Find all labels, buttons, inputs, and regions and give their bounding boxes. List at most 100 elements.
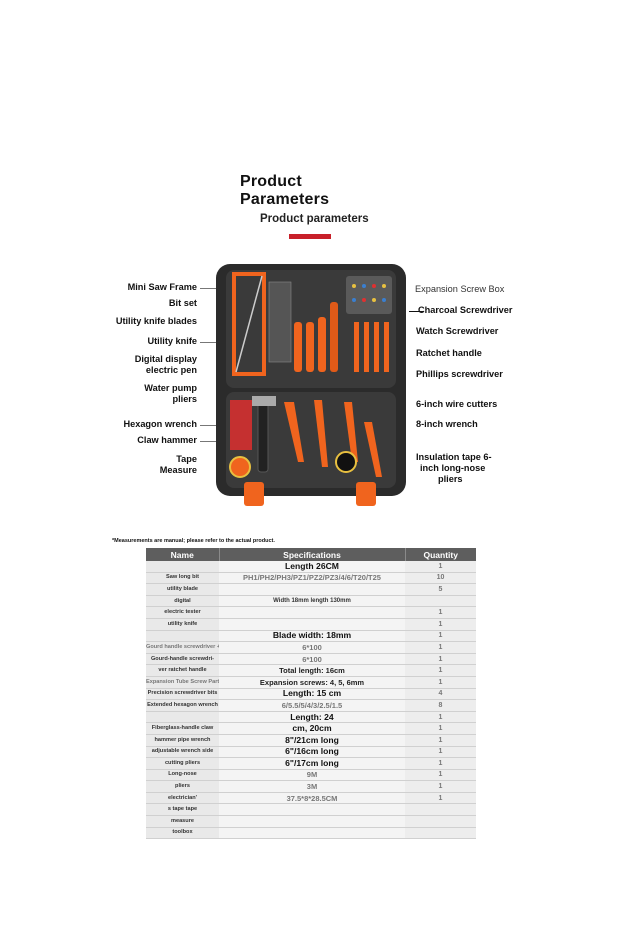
screwdriver-handle xyxy=(294,322,302,372)
cell-name: ver ratchet handle xyxy=(146,664,219,677)
table-row: cutting pliers 6"/17cm long 1 xyxy=(146,757,476,770)
label-phillips-screwdriver: Phillips screwdriver xyxy=(416,369,503,379)
page-title-line-1: Product xyxy=(240,173,302,190)
screw-box xyxy=(346,276,392,314)
column-header-specifications: Specifications xyxy=(219,548,406,561)
table-row: Long-nose 9M 1 xyxy=(146,769,476,782)
cell-name: utility knife xyxy=(146,618,219,631)
table-row: ver ratchet handle Total length: 16cm 1 xyxy=(146,664,476,677)
cell-name xyxy=(146,561,219,573)
screw xyxy=(362,284,366,288)
parameters-table: Name Specifications Quantity Length 26CM… xyxy=(146,548,476,840)
cell-qty: 1 xyxy=(405,722,476,735)
cell-spec: PH1/PH2/PH3/PZ1/PZ2/PZ3/4/6/T20/T25 xyxy=(219,572,405,585)
label-digital-display: Digital display xyxy=(134,354,197,364)
label-measure: Measure xyxy=(159,465,197,475)
cell-name: digital xyxy=(146,595,219,608)
cell-spec xyxy=(219,583,405,596)
label-electric-pen: electric pen xyxy=(145,365,197,375)
screw xyxy=(372,284,376,288)
table-row: digital Width 18mm length 130mm xyxy=(146,595,476,608)
saw-frame xyxy=(232,272,266,376)
case-latch xyxy=(244,482,264,506)
saw-blade xyxy=(235,275,263,373)
hammer-head xyxy=(252,396,276,406)
table-row: measure xyxy=(146,815,476,828)
cell-spec: 6"/17cm long xyxy=(219,757,405,770)
toolbox-image xyxy=(216,264,406,506)
cell-qty: 5 xyxy=(405,583,476,596)
cell-name: cutting pliers xyxy=(146,757,219,770)
cell-spec xyxy=(219,618,405,631)
cell-name: electrician' xyxy=(146,792,219,805)
cell-spec xyxy=(219,827,405,840)
cell-name: pliers xyxy=(146,780,219,793)
label-bit-set: Bit set xyxy=(168,298,197,308)
label-water-pump: Water pump xyxy=(144,383,197,393)
cell-qty xyxy=(405,595,476,608)
cell-qty: 1 xyxy=(405,734,476,747)
cell-name: Saw long bit xyxy=(146,572,219,585)
cell-qty: 1 xyxy=(405,746,476,759)
screw xyxy=(382,298,386,302)
table-row: Fiberglass-handle claw cm, 20cm 1 xyxy=(146,722,476,735)
cell-qty: 1 xyxy=(405,606,476,619)
table-row: toolbox xyxy=(146,827,476,840)
cell-qty: 1 xyxy=(405,630,476,643)
column-header-name: Name xyxy=(146,548,220,561)
cell-qty: 8 xyxy=(405,699,476,712)
precision-screwdriver xyxy=(364,322,369,372)
table-row: electrician' 37.5*8*28.5CM 1 xyxy=(146,792,476,805)
table-row: Gourd handle screwdriver + 6*100 1 xyxy=(146,641,476,654)
table-row: electric tester 1 xyxy=(146,606,476,619)
cell-name: Gourd-handle screwdri- xyxy=(146,653,219,666)
hammer-handle xyxy=(257,401,269,473)
table-row: Expansion Tube Screw Parts Box Expansion… xyxy=(146,676,476,689)
cell-qty: 4 xyxy=(405,688,476,701)
cell-spec xyxy=(219,803,405,817)
column-header-quantity: Quantity xyxy=(405,548,476,561)
label-wire-cutters: 6-inch wire cutters xyxy=(416,399,498,409)
cell-spec: Length: 24 xyxy=(219,711,405,724)
cell-spec: Width 18mm length 130mm xyxy=(219,595,405,608)
screw xyxy=(362,298,366,302)
cell-name xyxy=(146,711,219,724)
accent-divider xyxy=(289,234,331,239)
cell-name: Fiberglass-handle claw xyxy=(146,722,219,735)
precision-screwdriver xyxy=(374,322,379,372)
cell-spec: 6*100 xyxy=(219,653,405,666)
cell-spec: cm, 20cm xyxy=(219,722,405,735)
hex-key-set xyxy=(230,400,252,450)
cell-spec: 3M xyxy=(219,780,405,793)
cell-name: Extended hexagon wrench xyxy=(146,699,219,712)
table-row: s tape tape xyxy=(146,803,476,817)
cell-spec: Expansion screws: 4, 5, 6mm xyxy=(219,676,405,689)
cell-name xyxy=(146,630,219,643)
cell-spec: 8"/21cm long xyxy=(219,734,405,747)
cell-qty: 1 xyxy=(405,769,476,782)
table-row: hammer pipe wrench 8"/21cm long 1 xyxy=(146,734,476,747)
precision-screwdriver xyxy=(384,322,389,372)
table-row: Extended hexagon wrench 6/5.5/5/4/3/2.5/… xyxy=(146,699,476,712)
cell-qty: 1 xyxy=(405,792,476,805)
tape-measure xyxy=(229,456,251,478)
page-title-line-2: Parameters xyxy=(240,191,330,208)
cell-qty: 1 xyxy=(405,711,476,724)
cell-name: s tape tape xyxy=(146,803,219,817)
table-row: adjustable wrench side 6"/16cm long 1 xyxy=(146,746,476,759)
label-mini-saw-frame: Mini Saw Frame xyxy=(127,282,197,292)
table-row: Gourd-handle screwdri- 6*100 1 xyxy=(146,653,476,666)
label-8-inch-wrench: 8-inch wrench xyxy=(416,419,478,429)
cell-name: toolbox xyxy=(146,827,219,840)
table-row: Saw long bit PH1/PH2/PH3/PZ1/PZ2/PZ3/4/6… xyxy=(146,572,476,585)
table-row: Length: 24 1 xyxy=(146,711,476,724)
leader-line xyxy=(200,425,230,426)
cell-name: utility blade xyxy=(146,583,219,596)
cell-name: electric tester xyxy=(146,606,219,619)
cell-spec: Blade width: 18mm xyxy=(219,630,405,643)
cell-name: Expansion Tube Screw Parts Box xyxy=(146,676,219,689)
label-claw-hammer: Claw hammer xyxy=(137,435,197,445)
label-watch-screwdriver: Watch Screwdriver xyxy=(416,326,499,336)
cell-spec: Length: 15 cm xyxy=(219,688,405,701)
adjustable-wrench xyxy=(314,400,328,467)
